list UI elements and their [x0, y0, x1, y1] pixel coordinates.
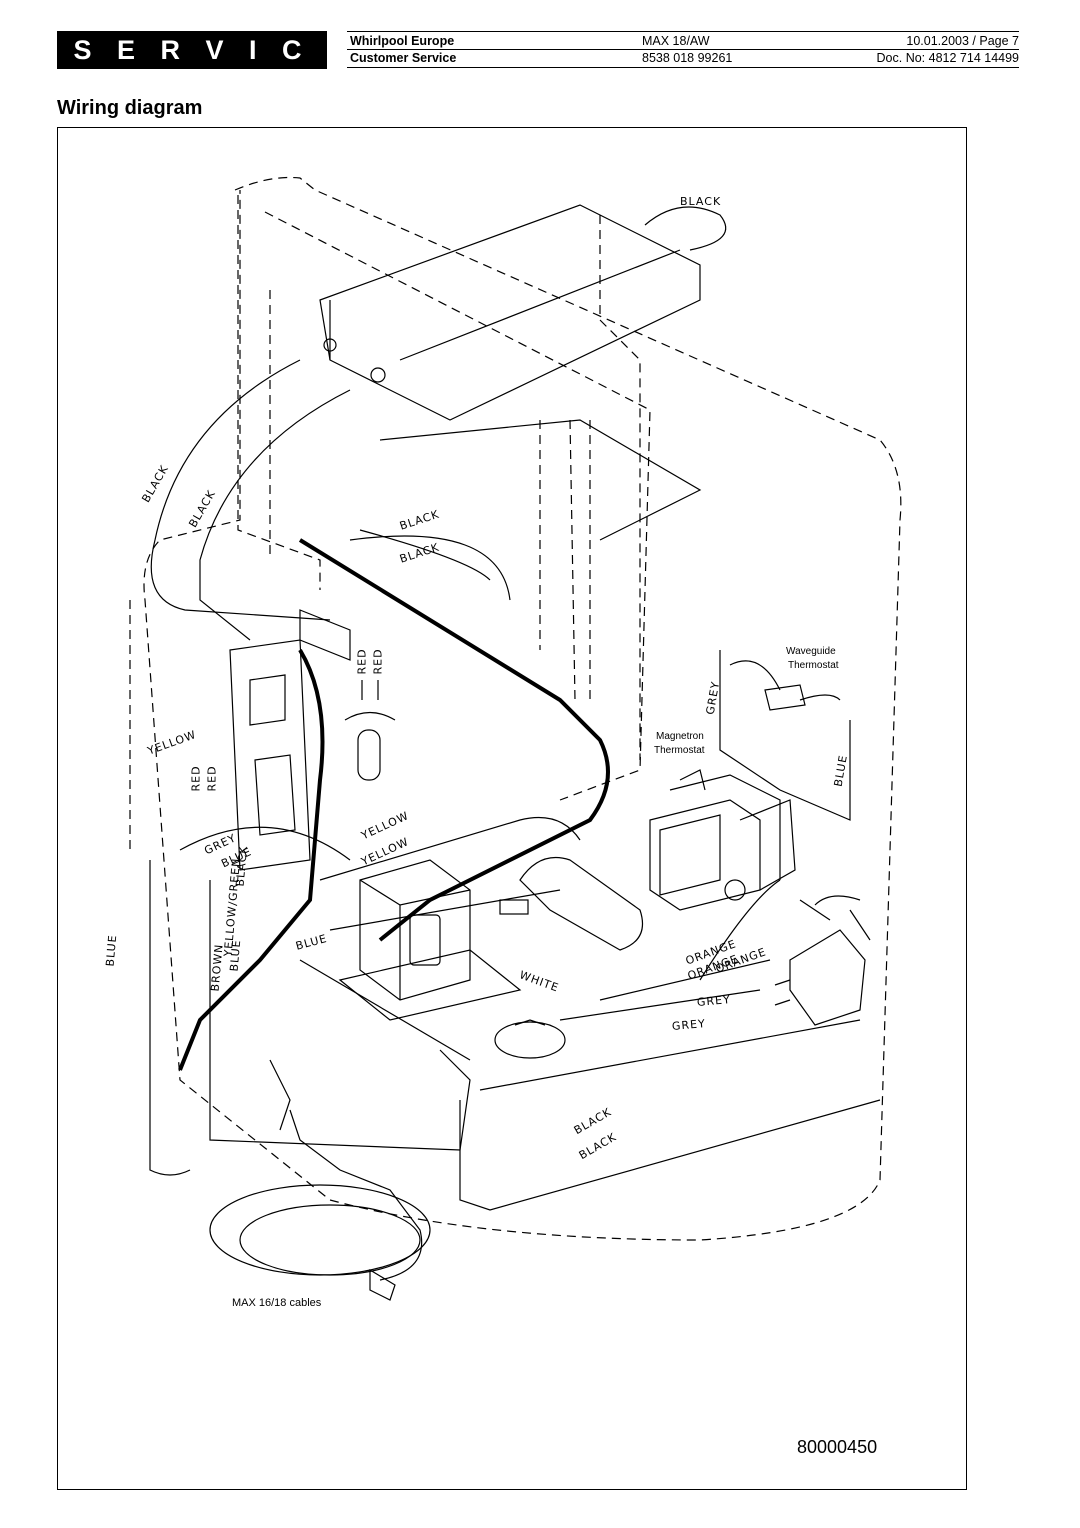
cabinet-outline: [129, 176, 902, 1241]
magnetron-thermostat: [679, 769, 706, 791]
wire-label-red3: RED: [189, 765, 203, 792]
switch-panel: [229, 609, 351, 871]
thermostat-label-2: Thermostat: [654, 745, 705, 756]
wire-label-black-top: BLACK: [680, 195, 722, 208]
main-harness: [150, 359, 610, 1071]
oven-lamp: [344, 680, 396, 781]
document-number: Doc. No: 4812 714 14499: [876, 51, 1019, 65]
header-rule-top: [347, 31, 1019, 32]
service-logo: S E R V I C E: [57, 31, 327, 103]
page-title: Wiring diagram: [57, 97, 203, 119]
turntable-motor: [494, 1019, 566, 1059]
mains-plug-socket: [774, 895, 871, 1026]
drawing-number: 80000450: [797, 1437, 878, 1457]
company-name: Whirlpool Europe: [350, 34, 455, 48]
magnetron-label: Magnetron: [656, 731, 704, 742]
waveguide-label: Waveguide: [786, 646, 836, 657]
header-rule-bottom: [347, 67, 1019, 68]
wire-label-red2: RED: [371, 648, 385, 675]
wire-label-blue-bottom: BLUE: [103, 933, 120, 968]
bottom-loops: [149, 650, 881, 1211]
model-name: MAX 18/AW: [642, 34, 710, 48]
cables-caption: MAX 16/18 cables: [232, 1297, 322, 1309]
wire-label-red1: RED: [355, 648, 369, 675]
part-number: 8538 018 99261: [642, 51, 733, 65]
hv-capacitor: [519, 856, 644, 951]
hv-transformer: [338, 859, 522, 1021]
cavity-panel: [379, 419, 702, 541]
power-cord: [209, 1109, 431, 1301]
document-header: S E R V I C E Whirlpool Europe Customer …: [57, 31, 1019, 103]
waveguide-thermostat: [729, 660, 841, 711]
department-name: Customer Service: [350, 51, 457, 65]
top-control-box: [319, 204, 701, 421]
magnetron: [649, 774, 796, 911]
wire-label-red4: RED: [205, 765, 219, 792]
date-page: 10.01.2003 / Page 7: [906, 34, 1019, 48]
thermostat-label-1: Thermostat: [788, 660, 839, 671]
diagram-frame: [57, 127, 967, 1490]
hv-diode: [499, 899, 529, 915]
header-rule-mid: [347, 49, 1019, 50]
black-jumper-top: [644, 206, 727, 251]
